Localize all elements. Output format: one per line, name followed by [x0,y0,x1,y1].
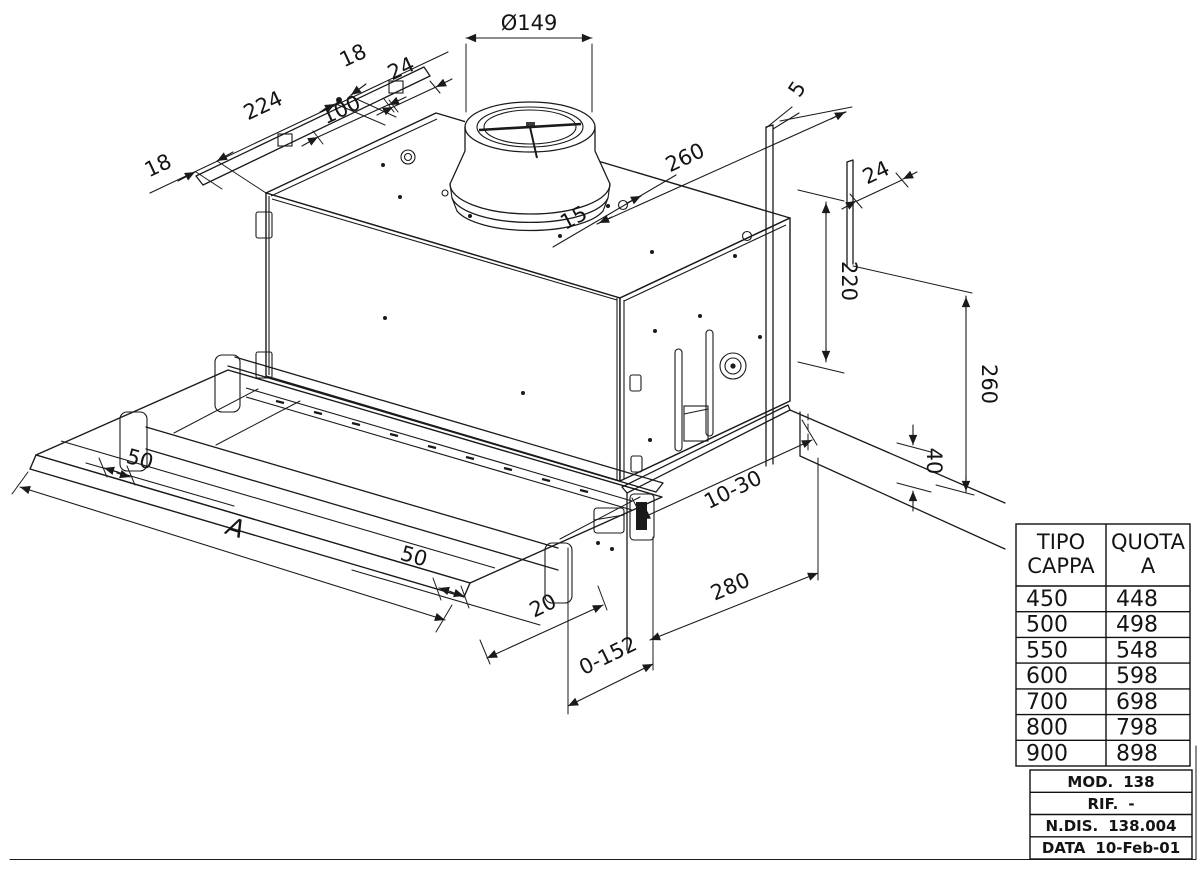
latch-upper [629,374,642,392]
cabinet-side-wall [765,124,854,467]
hinge-bracket-lower [255,351,273,379]
cell-quota-0: 448 [1116,587,1158,612]
cabinet-bottom-panel [789,409,1006,550]
table-row: 600 598 [1026,664,1158,689]
cell-quota-5: 798 [1116,716,1158,741]
dim-label-10-30: 10-30 [700,466,765,514]
hood-sheetmetal-inner-lines [268,118,787,480]
dim-label-280: 280 [707,568,753,606]
dim-label-224: 224 [240,86,286,125]
front-face-dot [383,316,387,320]
dim-label-260-top: 260 [662,138,708,177]
cell-quota-6: 898 [1116,741,1158,766]
cell-tipo-4: 700 [1026,690,1068,715]
dimension-lines-arrowed [19,33,819,707]
table-row: 900 898 [1026,741,1158,766]
dim-label-100: 100 [318,90,364,129]
dim-label-40: 40 [922,448,946,475]
cell-tipo-3: 600 [1026,664,1068,689]
cable-grommet [719,352,747,380]
dim-label-24-right: 24 [859,156,893,189]
front-bar-right-cap [544,542,573,604]
sheet-border [9,745,1197,860]
rail-slots [275,399,589,494]
cell-quota-4: 698 [1116,690,1158,715]
table-row: 500 498 [1026,613,1158,638]
front-face-dot [521,391,525,395]
front-bar-left-cap [119,411,148,472]
spec-table: TIPO CAPPA QUOTA A 450 448 500 498 550 5… [1015,523,1191,767]
title-block-ndis: N.DIS.138.004 [1045,817,1176,835]
dim-label-18-top: 18 [336,39,370,72]
header-tipo-line2: CAPPA [1027,554,1095,578]
dim-label-5: 5 [784,77,811,102]
dim-label-diameter: Ø149 [501,11,558,35]
table-row: 550 548 [1026,638,1158,663]
top-mounting-rail [195,66,431,186]
dim-label-0-152: 0-152 [575,632,640,680]
table-row: 800 798 [1026,716,1158,741]
dim-label-260-right: 260 [977,364,1001,404]
dimension-lines [85,51,967,626]
cell-quota-1: 498 [1116,613,1158,638]
spec-table-header: TIPO CAPPA QUOTA A [1027,530,1185,578]
hinge-bracket-upper [255,211,273,239]
range-hood-isometric-drawing: Ø149 18 224 100 18 24 15 260 5 24 220 26… [11,11,1006,715]
arrowheads [103,78,971,598]
cell-quota-2: 548 [1116,638,1158,663]
duct-collar [449,101,611,232]
top-face-holes [381,149,753,258]
slide-rail-strip [245,387,633,511]
datum-dot [336,97,342,103]
title-block-mod: MOD.138 [1067,773,1154,791]
header-quota-line2: A [1141,554,1156,578]
dim-label-20: 20 [526,589,561,622]
dim-label-220: 220 [837,261,861,301]
title-block-rif: RIF.- [1087,795,1134,813]
rail-left-endcap [214,354,241,413]
slide-bracket [593,507,625,534]
dim-label-18-left: 18 [141,149,175,182]
cell-tipo-0: 450 [1026,587,1068,612]
cell-tipo-6: 900 [1026,741,1068,766]
cell-tipo-2: 550 [1026,638,1068,663]
cabinet-bottom-edges [789,409,1006,550]
cell-quota-3: 598 [1116,664,1158,689]
dimension-annotations: Ø149 18 224 100 18 24 15 260 5 24 220 26… [11,11,1001,715]
hood-right-face [619,217,791,482]
header-tipo-line1: TIPO [1036,530,1085,554]
cell-tipo-1: 500 [1026,613,1068,638]
cell-tipo-5: 800 [1026,716,1068,741]
table-row: 700 698 [1026,690,1158,715]
header-quota-line1: QUOTA [1111,530,1186,554]
table-row: 450 448 [1026,587,1158,612]
